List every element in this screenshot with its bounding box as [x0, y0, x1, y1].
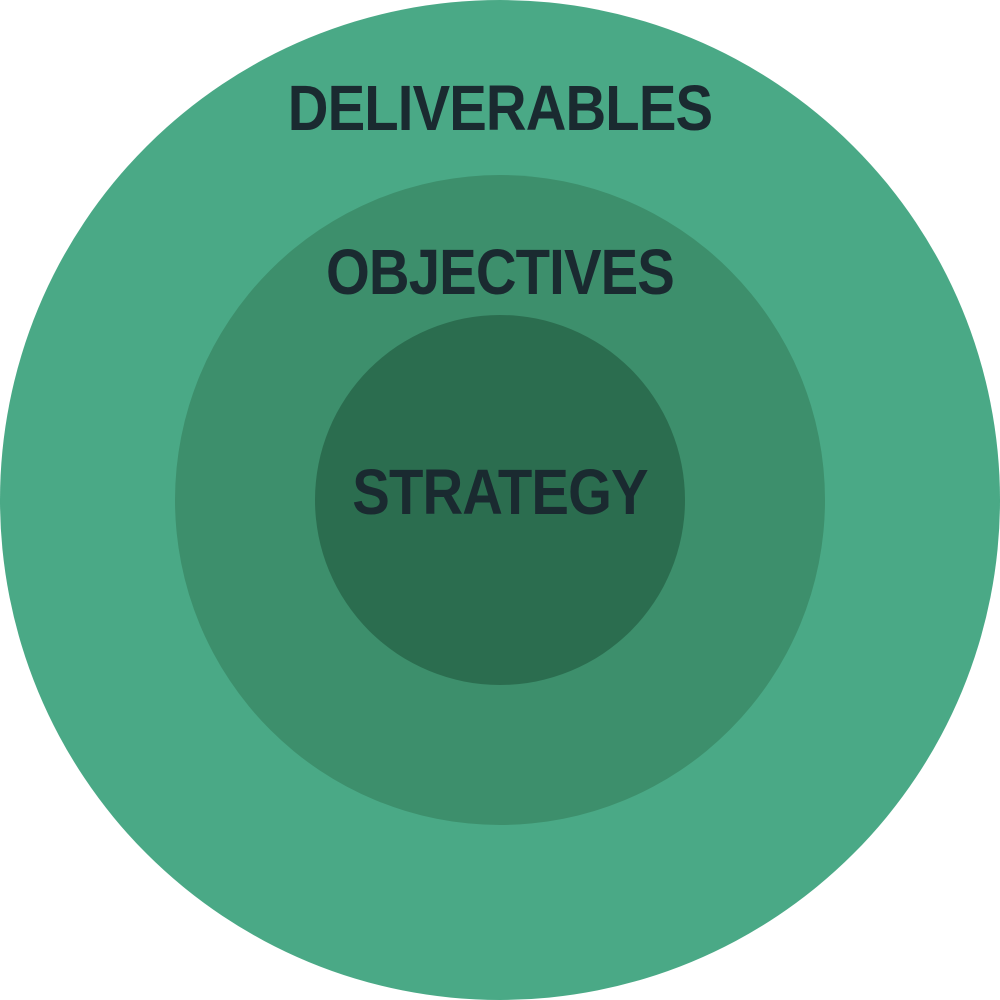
strategy-label: STRATEGY [352, 456, 648, 528]
strategy-ring [315, 315, 685, 685]
objectives-label: OBJECTIVES [326, 236, 675, 308]
deliverables-label: DELIVERABLES [287, 72, 713, 144]
